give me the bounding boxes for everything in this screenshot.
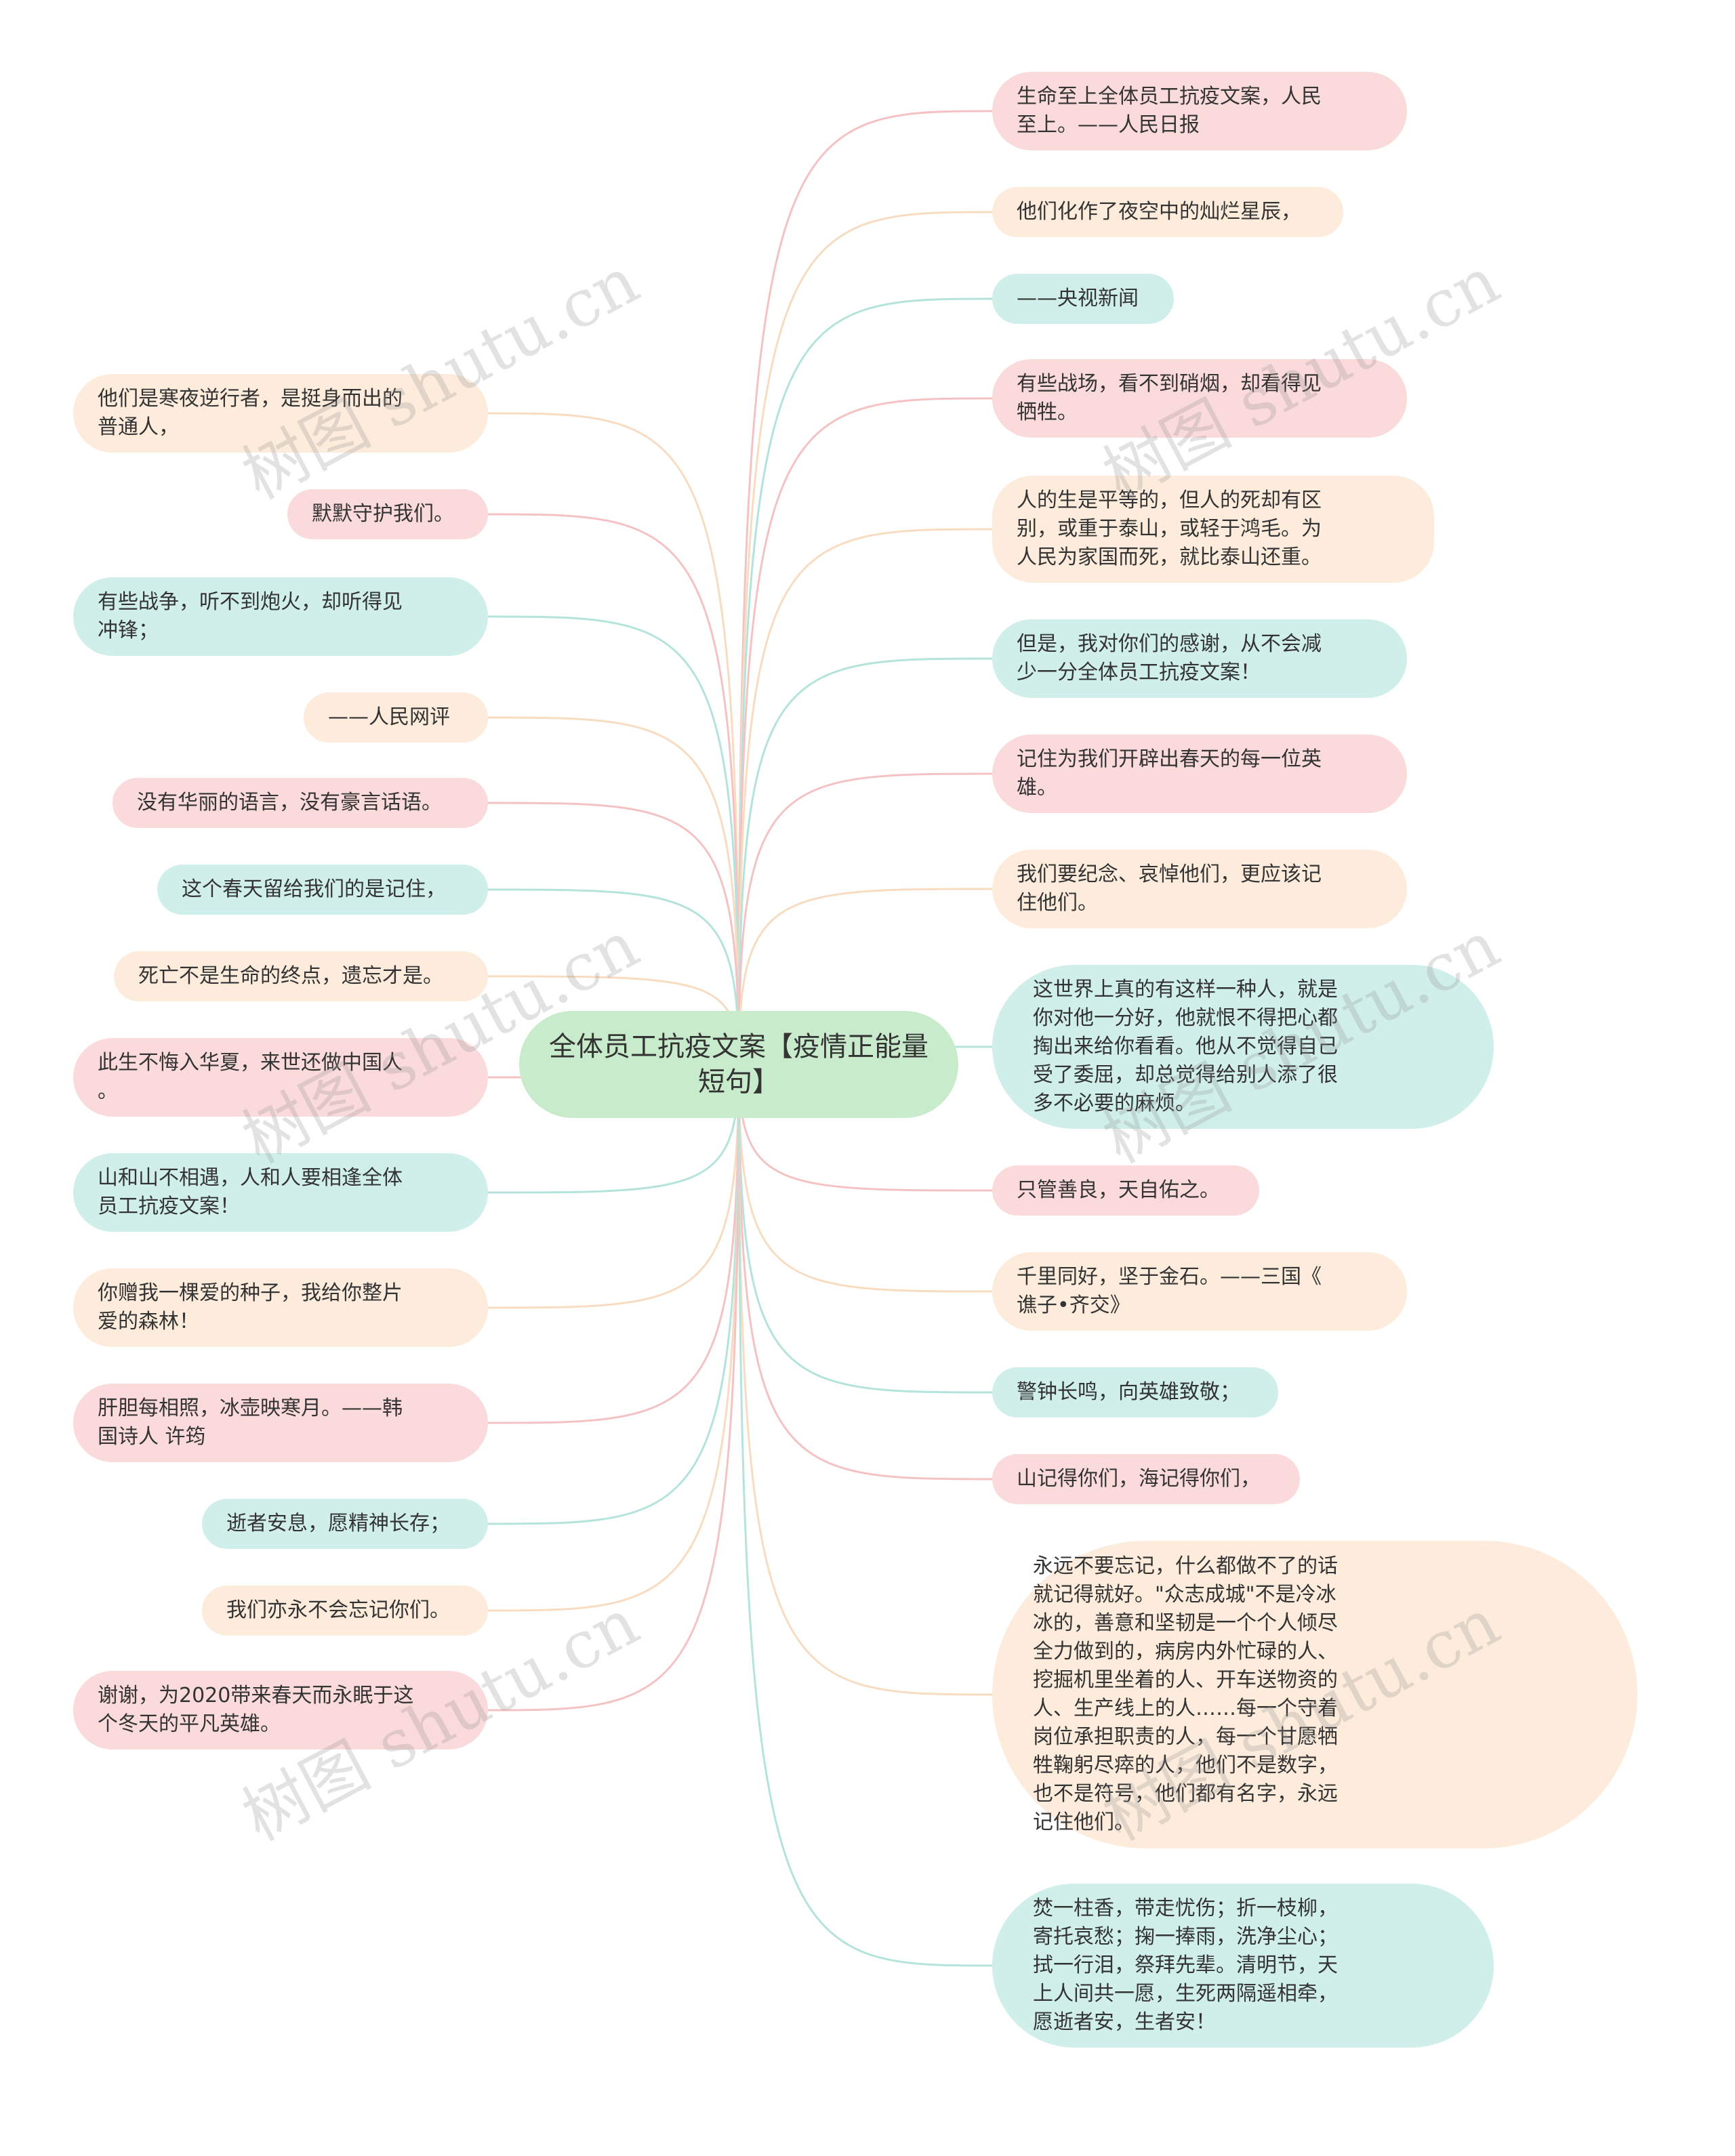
left-node-label: 没有华丽的语言，没有豪言话语。 [137,791,442,814]
left-connector [487,412,740,1065]
right-connector [737,1064,993,1967]
central-topic[interactable]: 全体员工抗疫文案【疫情正能量短句】 [519,1011,958,1118]
right-connector [737,397,993,1065]
left-node-2[interactable]: 默默守护我们。 [287,489,488,539]
left-node-label: 他们是寒夜逆行者，是挺身而出的 普通人， [98,387,403,439]
right-node-label: 他们化作了夜空中的灿烂星辰， [1017,200,1301,224]
left-node-label: 有些战争，听不到炮火，却听得见 冲锋； [98,590,403,642]
left-node-label: 肝胆每相照，冰壶映寒月。——韩 国诗人 许筠 [98,1396,403,1449]
right-connector [737,1064,993,1696]
right-node-14[interactable]: 永远不要忘记，什么都做不了的话 就记得就好。"众志成城"不是冷冰 冰的，善意和坚… [992,1541,1637,1848]
left-connector [487,716,740,1065]
left-connector [487,615,740,1065]
left-node-label: 此生不悔入华夏，来世还做中国人 。 [98,1051,403,1103]
right-connector [737,110,993,1065]
right-node-label: 警钟长鸣，向英雄致敬； [1017,1380,1240,1404]
left-node-label: 山和山不相遇，人和人要相逢全体 员工抗疫文案！ [98,1166,403,1218]
right-node-1[interactable]: 生命至上全体员工抗疫文案，人民 至上。——人民日报 [992,72,1407,150]
right-connector [737,772,993,1065]
right-node-7[interactable]: 记住为我们开辟出春天的每一位英 雄。 [992,734,1407,813]
right-connector [737,528,993,1065]
left-node-9[interactable]: 山和山不相遇，人和人要相逢全体 员工抗疫文案！ [73,1153,488,1232]
right-connector [737,888,993,1065]
right-node-10[interactable]: 只管善良，天自佑之。 [992,1165,1259,1216]
right-connector [737,1064,993,1394]
right-node-label: 但是，我对你们的感谢，从不会减 少一分全体员工抗疫文案！ [1017,632,1322,684]
left-connector [487,802,740,1065]
left-connector [487,513,740,1065]
right-node-4[interactable]: 有些战场，看不到硝烟，却看得见 牺牲。 [992,359,1407,438]
left-connector [487,1064,740,1612]
right-node-9[interactable]: 这世界上真的有这样一种人，就是 你对他一分好，他就恨不得把心都 掏出来给你看看。… [992,965,1494,1129]
left-node-1[interactable]: 他们是寒夜逆行者，是挺身而出的 普通人， [73,374,488,453]
right-node-label: 这世界上真的有这样一种人，就是 你对他一分好，他就恨不得把心都 掏出来给你看看。… [1033,978,1338,1115]
right-node-label: 我们要纪念、哀悼他们，更应该记 住他们。 [1017,863,1322,915]
right-node-3[interactable]: ——央视新闻 [992,274,1174,324]
right-node-label: 山记得你们，海记得你们， [1017,1467,1261,1491]
right-node-12[interactable]: 警钟长鸣，向英雄致敬； [992,1367,1278,1417]
right-node-label: 只管善良，天自佑之。 [1017,1178,1220,1202]
right-node-label: 焚一柱香，带走忧伤；折一枝柳， 寄托哀愁；掬一捧雨，洗净尘心； 拭一行泪，祭拜先… [1033,1896,1338,2034]
left-node-label: 这个春天留给我们的是记住， [182,877,446,901]
left-node-label: 我们亦永不会忘记你们。 [226,1598,450,1622]
left-node-11[interactable]: 肝胆每相照，冰壶映寒月。——韩 国诗人 许筠 [73,1384,488,1462]
right-connector [737,657,993,1065]
left-connector [487,1064,740,1525]
left-node-label: 死亡不是生命的终点，遗忘才是。 [138,964,443,988]
left-connector [487,1064,740,1712]
right-connector [737,211,993,1065]
right-node-label: ——央视新闻 [1017,287,1139,310]
left-connector [487,1064,740,1424]
left-node-label: 默默守护我们。 [312,502,454,526]
right-node-11[interactable]: 千里同好，坚于金石。——三国《 谯子•齐交》 [992,1252,1407,1331]
left-node-12[interactable]: 逝者安息，愿精神长存； [202,1499,488,1549]
right-node-2[interactable]: 他们化作了夜空中的灿烂星辰， [992,187,1343,237]
left-connector [487,888,740,1065]
left-node-6[interactable]: 这个春天留给我们的是记住， [157,865,488,915]
left-node-14[interactable]: 谢谢，为2020带来春天而永眠于这 个冬天的平凡英雄。 [73,1671,488,1749]
right-connector [737,297,993,1065]
left-node-8[interactable]: 此生不悔入华夏，来世还做中国人 。 [73,1038,488,1117]
left-node-label: 你赠我一棵爱的种子，我给你整片 爱的森林！ [98,1281,403,1333]
right-node-8[interactable]: 我们要纪念、哀悼他们，更应该记 住他们。 [992,850,1407,928]
right-connector [737,1064,993,1480]
central-topic-label: 全体员工抗疫文案【疫情正能量短句】 [549,1031,928,1098]
right-node-label: 生命至上全体员工抗疫文案，人民 至上。——人民日报 [1017,85,1322,137]
right-node-13[interactable]: 山记得你们，海记得你们， [992,1454,1300,1504]
right-node-label: 人的生是平等的，但人的死却有区 别，或重于泰山，或轻于鸿毛。为 人民为家国而死，… [1017,489,1322,569]
left-connector [487,1064,740,1309]
left-node-label: 逝者安息，愿精神长存； [226,1512,450,1535]
left-node-10[interactable]: 你赠我一棵爱的种子，我给你整片 爱的森林！ [73,1268,488,1347]
left-node-5[interactable]: 没有华丽的语言，没有豪言话语。 [113,778,488,828]
right-node-6[interactable]: 但是，我对你们的感谢，从不会减 少一分全体员工抗疫文案！ [992,619,1407,698]
right-node-15[interactable]: 焚一柱香，带走忧伤；折一枝柳， 寄托哀愁；掬一捧雨，洗净尘心； 拭一行泪，祭拜先… [992,1884,1494,2048]
left-node-label: ——人民网评 [328,705,450,729]
right-node-label: 永远不要忘记，什么都做不了的话 就记得就好。"众志成城"不是冷冰 冰的，善意和坚… [1033,1554,1338,1834]
left-node-4[interactable]: ——人民网评 [304,692,488,743]
left-node-3[interactable]: 有些战争，听不到炮火，却听得见 冲锋； [73,577,488,656]
right-node-label: 有些战场，看不到硝烟，却看得见 牺牲。 [1017,372,1322,424]
left-node-7[interactable]: 死亡不是生命的终点，遗忘才是。 [114,951,488,1001]
right-node-label: 记住为我们开辟出春天的每一位英 雄。 [1017,747,1322,800]
right-node-label: 千里同好，坚于金石。——三国《 谯子•齐交》 [1017,1265,1322,1317]
left-node-13[interactable]: 我们亦永不会忘记你们。 [202,1585,488,1636]
left-node-label: 谢谢，为2020带来春天而永眠于这 个冬天的平凡英雄。 [98,1684,414,1736]
right-node-5[interactable]: 人的生是平等的，但人的死却有区 别，或重于泰山，或轻于鸿毛。为 人民为家国而死，… [992,476,1434,583]
right-connector [737,1064,993,1293]
